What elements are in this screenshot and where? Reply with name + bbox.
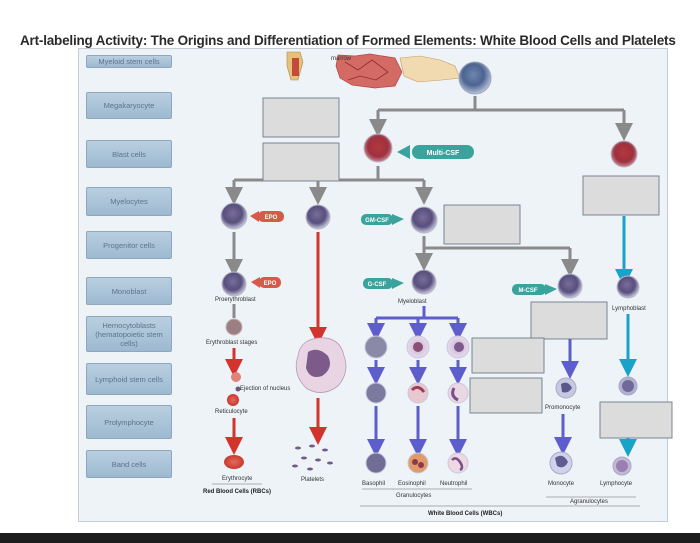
- svg-text:M-CSF: M-CSF: [519, 288, 538, 294]
- bottom-bar: [0, 533, 700, 543]
- label-monoblast[interactable]: Monoblast: [86, 277, 172, 305]
- drop-zone-6[interactable]: [471, 337, 545, 374]
- ejection-label: Ejection of nucleus: [240, 386, 290, 392]
- svg-text:EPO: EPO: [265, 215, 278, 221]
- page-title: Art-labeling Activity: The Origins and D…: [20, 33, 676, 48]
- granulocyte-progenitor-icon: [410, 206, 438, 234]
- erythroid-progenitor-icon: [220, 202, 248, 230]
- basophilic-band-cell-icon: [365, 382, 387, 404]
- lymphoblast-cell-icon: [616, 275, 640, 299]
- label-progenitor-cells[interactable]: Progenitor cells: [86, 231, 172, 259]
- megakaryocyte-progenitor-icon: [305, 204, 331, 230]
- basophilic-myelocyte-icon: [364, 335, 388, 359]
- monoblast-cell-icon: [557, 273, 583, 299]
- label-myeloid-stem-cells[interactable]: Myeloid stem cells: [86, 55, 172, 68]
- hemocytoblast-cell-icon: [458, 61, 492, 95]
- lymphoblast-label: Lymphoblast: [612, 306, 646, 312]
- eosinophil-label: Eosinophil: [398, 481, 426, 487]
- drop-zone-2[interactable]: [262, 142, 340, 182]
- drop-zone-8[interactable]: [599, 401, 673, 439]
- platelets-icon: [292, 444, 333, 471]
- neutrophil-label: Neutrophil: [440, 481, 467, 487]
- monocyte-label: Monocyte: [548, 481, 575, 487]
- ejected-nucleus-cell-icon: [231, 372, 241, 382]
- platelets-label: Platelets: [301, 477, 324, 483]
- promonocyte-label: Promonocyte: [545, 405, 581, 411]
- bone-marrow-illustration: marrow: [286, 51, 461, 89]
- erythroblast-stages-label: Erythroblast stages: [206, 340, 257, 346]
- granulocytes-label: Granulocytes: [396, 493, 431, 499]
- white-blood-cells-label: White Blood Cells (WBCs): [428, 511, 502, 517]
- drop-zone-7[interactable]: [469, 377, 543, 414]
- drop-zone-3[interactable]: [582, 175, 660, 216]
- red-blood-cells-label: Red Blood Cells (RBCs): [203, 489, 271, 495]
- label-hemocytoblasts[interactable]: Hemocytoblasts (hematopoietic stem cells…: [86, 316, 172, 352]
- label-blast-cells[interactable]: Blast cells: [86, 140, 172, 168]
- agranulocytes-label: Agranulocytes: [570, 499, 608, 505]
- myeloblast-label: Myeloblast: [398, 299, 427, 305]
- multi-csf-factor: Multi-CSF: [397, 145, 474, 159]
- erythroblast-cell-icon: [225, 318, 243, 336]
- reticulocyte-cell-icon: [227, 394, 239, 406]
- erythrocyte-cell-icon: [224, 455, 244, 469]
- g-csf-factor: G-CSF: [363, 278, 404, 289]
- eosinophil-cell-icon: [407, 452, 429, 474]
- epo-factor-1: EPO: [250, 211, 284, 222]
- myeloid-stem-cell-icon: [363, 133, 393, 163]
- svg-text:G-CSF: G-CSF: [368, 282, 387, 288]
- label-myelocytes[interactable]: Myelocytes: [86, 187, 172, 216]
- label-lymphoid-stem-cells[interactable]: Lymphoid stem cells: [86, 363, 172, 395]
- proerythroblast-label: Proerythroblast: [215, 297, 256, 303]
- epo-factor-2: EPO: [251, 277, 281, 288]
- gm-csf-factor: GM-CSF: [361, 214, 404, 225]
- label-band-cells[interactable]: Band cells: [86, 450, 172, 478]
- basophil-cell-icon: [365, 452, 387, 474]
- drop-zone-5[interactable]: [530, 301, 608, 340]
- m-csf-factor: M-CSF: [512, 284, 557, 295]
- lymphoid-stem-cell-icon: [610, 140, 638, 168]
- proerythroblast-cell-icon: [221, 271, 247, 297]
- lymphocyte-label: Lymphocyte: [600, 481, 633, 487]
- granulocyte-connectors: [367, 306, 467, 457]
- marrow-label: marrow: [331, 56, 352, 62]
- drop-zone-1[interactable]: [262, 97, 340, 138]
- neutrophil-cell-icon: [447, 452, 469, 474]
- label-megakaryocyte[interactable]: Megakaryocyte: [86, 92, 172, 119]
- basophil-label: Basophil: [362, 481, 385, 487]
- svg-text:Multi-CSF: Multi-CSF: [427, 150, 460, 157]
- label-prolymphocyte[interactable]: Prolymphocyte: [86, 405, 172, 439]
- svg-text:GM-CSF: GM-CSF: [365, 218, 389, 224]
- reticulocyte-label: Reticulocyte: [215, 409, 248, 415]
- svg-text:EPO: EPO: [264, 281, 277, 287]
- erythrocyte-label: Erythrocyte: [222, 476, 253, 482]
- drop-zone-4[interactable]: [443, 204, 521, 245]
- myeloblast-cell-icon: [411, 269, 437, 295]
